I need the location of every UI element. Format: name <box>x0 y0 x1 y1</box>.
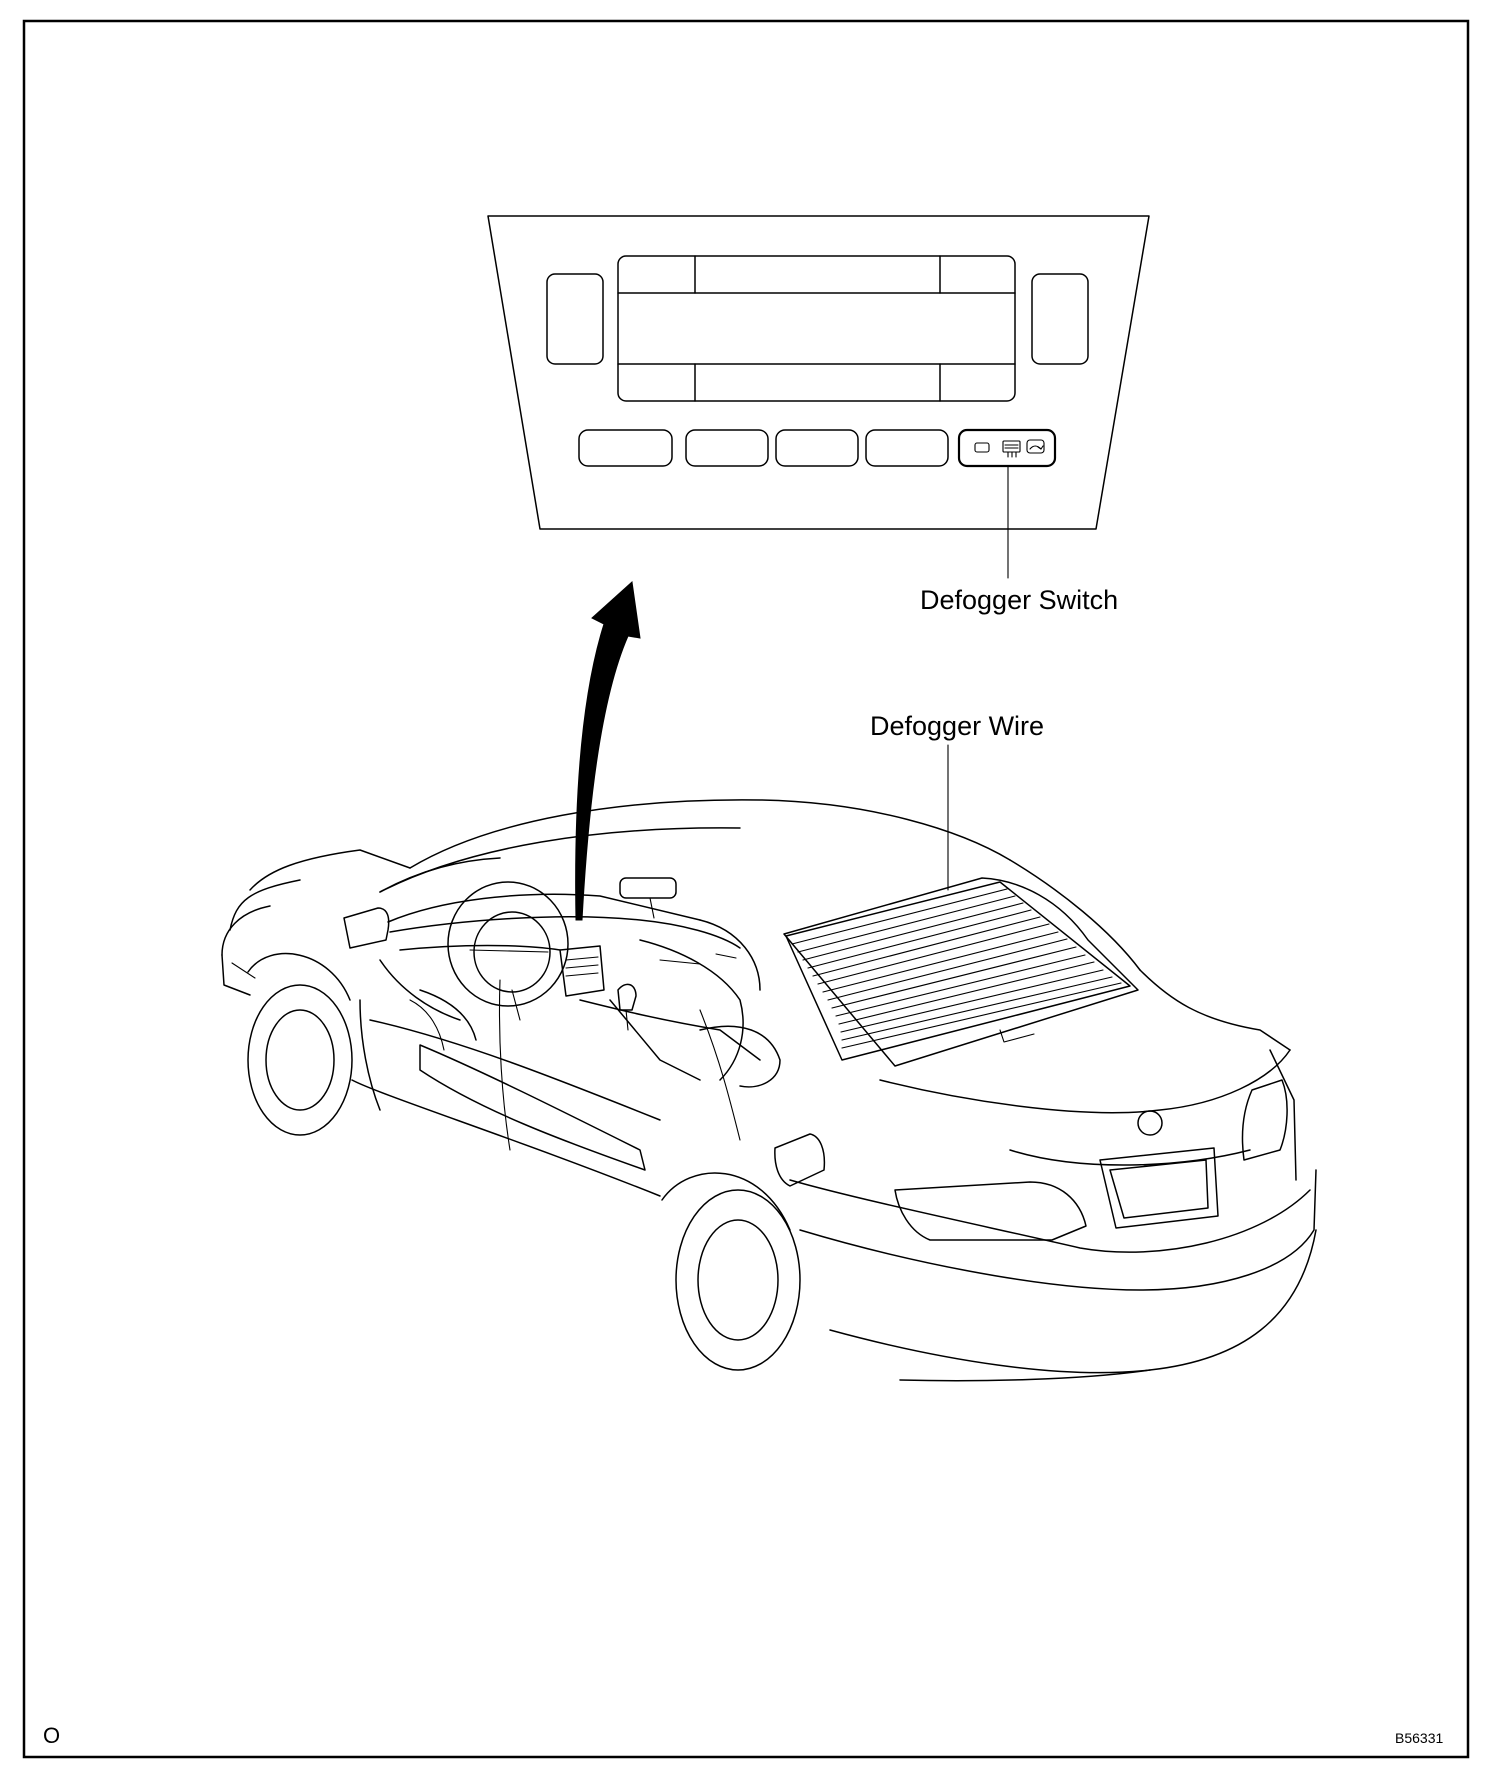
panel-button-1 <box>578 429 673 467</box>
license-plate <box>1099 1147 1219 1229</box>
rear-defog-icon <box>1002 440 1021 458</box>
callout-arrow <box>575 581 641 921</box>
steering-wheel <box>447 881 569 1021</box>
sedan-interior <box>379 857 781 1088</box>
rear-window-defogger <box>785 881 1131 1061</box>
defogger-switch-button <box>957 428 1057 468</box>
right-tail-light <box>1241 1079 1288 1161</box>
panel-button-4 <box>865 429 949 467</box>
right-knob <box>1031 273 1089 365</box>
panel-button-3 <box>775 429 859 467</box>
figure-code: B56331 <box>1395 1730 1443 1746</box>
center-console-panel <box>559 945 605 997</box>
side-mirror <box>343 907 390 949</box>
corner-mark: O <box>43 1723 60 1748</box>
rear-wheel <box>661 1172 801 1371</box>
left-knob <box>546 273 604 365</box>
fuel-door <box>774 1133 826 1187</box>
defogger-switch-label: Defogger Switch <box>920 585 1118 615</box>
defogger-wire-label: Defogger Wire <box>870 711 1044 741</box>
sedan-body <box>221 799 1317 1382</box>
heater-control-panel <box>487 215 1150 530</box>
front-wheel <box>247 952 353 1136</box>
rear-emblem <box>1137 1110 1163 1136</box>
figure-frame <box>22 19 1470 1759</box>
panel-button-2 <box>685 429 769 467</box>
left-tail-light <box>894 1181 1087 1241</box>
panel-display <box>617 255 1016 402</box>
recirculation-icon <box>1026 439 1045 454</box>
